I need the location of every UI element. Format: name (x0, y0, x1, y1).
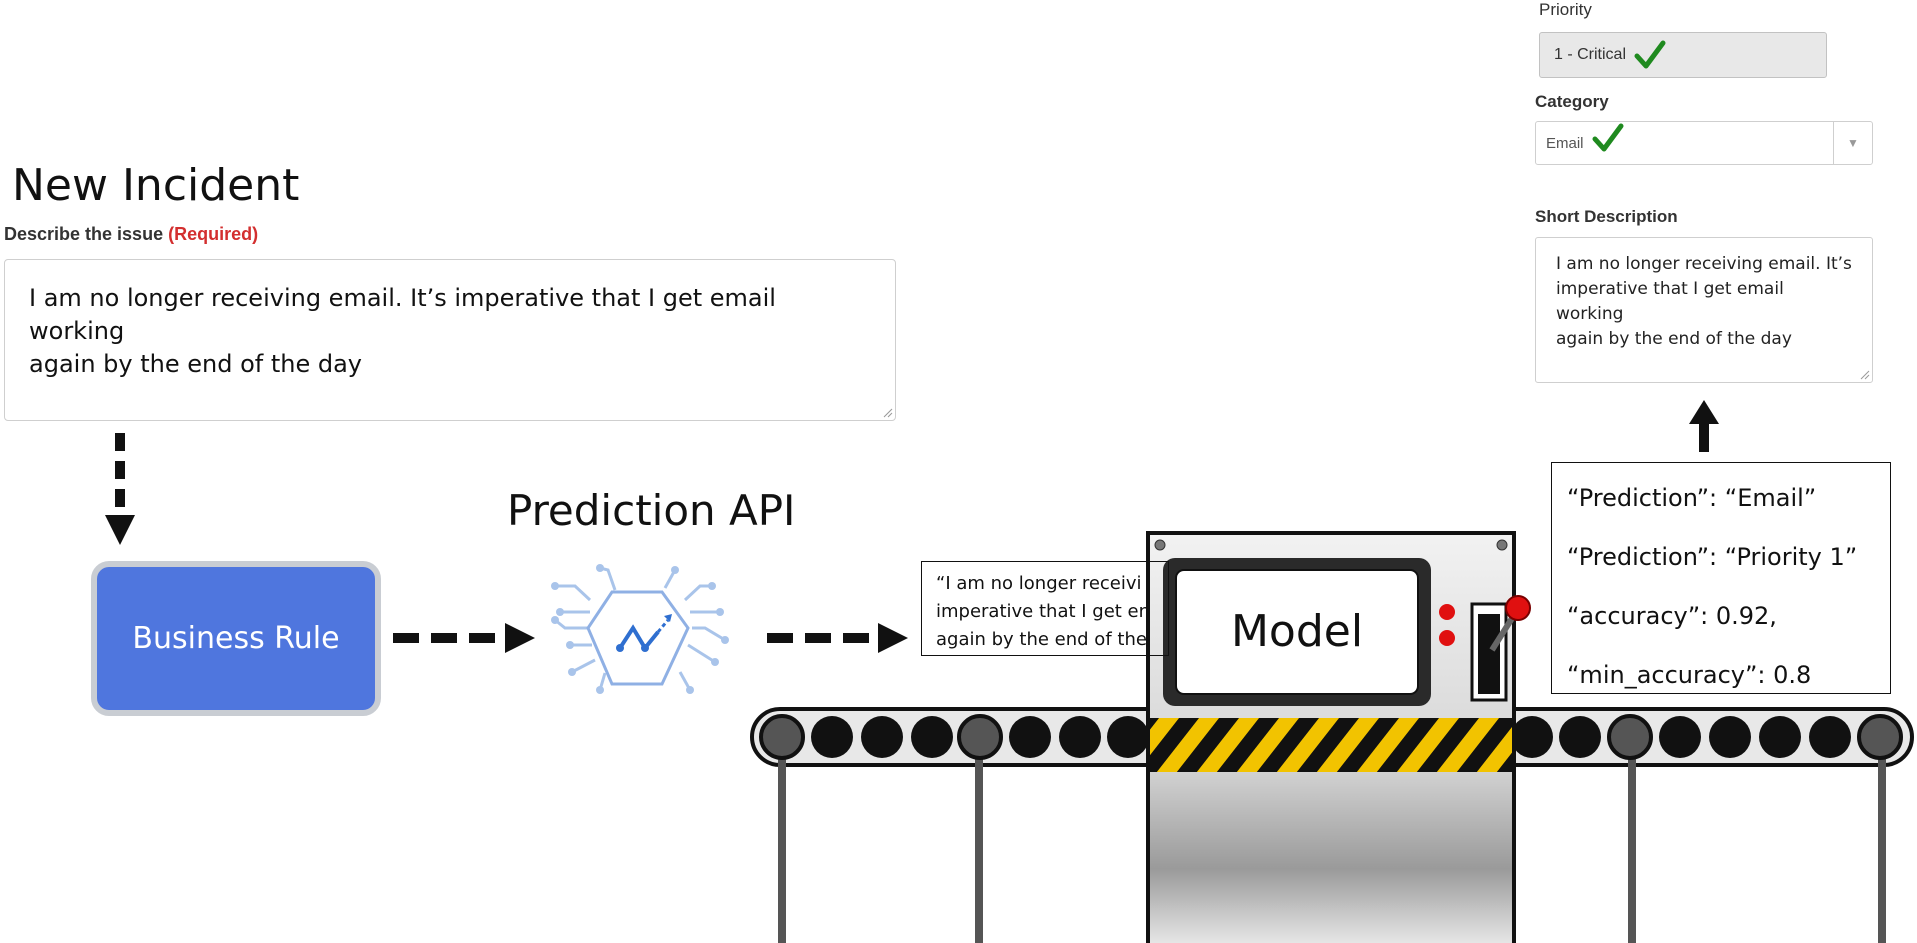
up-arrow (1689, 400, 1719, 452)
resize-handle-icon[interactable] (1860, 370, 1870, 380)
describe-issue-label: Describe the issue (Required) (4, 224, 258, 245)
prediction-output-line: “Prediction”: “Priority 1” (1567, 543, 1858, 571)
model-label: Model (1230, 606, 1364, 657)
prediction-output-line: “Prediction”: “Email” (1567, 484, 1817, 512)
short-description-label: Short Description (1535, 207, 1678, 226)
issue-description-line: I am no longer receiving email. It’s imp… (29, 284, 776, 345)
short-description-line: I am no longer receiving email. It’s (1556, 254, 1852, 274)
issue-description-textarea[interactable]: I am no longer receiving email. It’s imp… (4, 259, 896, 421)
prediction-api-title: Prediction API (507, 486, 796, 535)
conveyor-legs (778, 736, 1886, 943)
prediction-output-line: “min_accuracy”: 0.8 (1567, 661, 1812, 689)
down-arrow (105, 433, 135, 545)
category-value: Email (1546, 134, 1584, 152)
priority-value: 1 - Critical (1554, 46, 1627, 63)
resize-handle-icon[interactable] (883, 408, 893, 418)
describe-issue-text: Describe the issue (4, 224, 164, 244)
short-description-line: imperative that I get email working (1556, 279, 1784, 324)
prediction-output-box: “Prediction”: “Email” “Prediction”: “Pri… (1551, 462, 1891, 694)
check-icon (1592, 123, 1624, 152)
snippet-line: again by the end of the (936, 629, 1147, 650)
snippet-line: “I am no longer receivi (936, 573, 1142, 594)
issue-description-line: again by the end of the day (29, 350, 362, 378)
check-icon (1634, 40, 1666, 69)
category-select[interactable]: Email ▼ (1535, 121, 1873, 165)
prediction-api-icon (551, 564, 729, 694)
prediction-output-line: “accuracy”: 0.92, (1567, 602, 1777, 630)
right-arrow-to-model (767, 623, 908, 653)
input-text-snippet: “I am no longer receivi imperative that … (921, 561, 1169, 656)
snippet-line: imperative that I get en (936, 601, 1151, 622)
page-title: New Incident (12, 160, 300, 211)
short-description-textarea[interactable]: I am no longer receiving email. It’s imp… (1535, 237, 1873, 383)
short-description-line: again by the end of the day (1556, 329, 1792, 349)
business-rule-label: Business Rule (132, 621, 340, 656)
priority-label: Priority (1539, 0, 1592, 19)
conveyor-rollers (759, 714, 1903, 760)
model-machine (1146, 531, 1531, 943)
priority-field[interactable]: 1 - Critical (1539, 32, 1827, 78)
right-arrow-to-api (393, 623, 535, 653)
required-indicator: (Required) (168, 224, 259, 244)
business-rule-box: Business Rule (91, 561, 381, 716)
chevron-down-icon[interactable]: ▼ (1833, 122, 1872, 164)
category-label: Category (1535, 92, 1609, 111)
